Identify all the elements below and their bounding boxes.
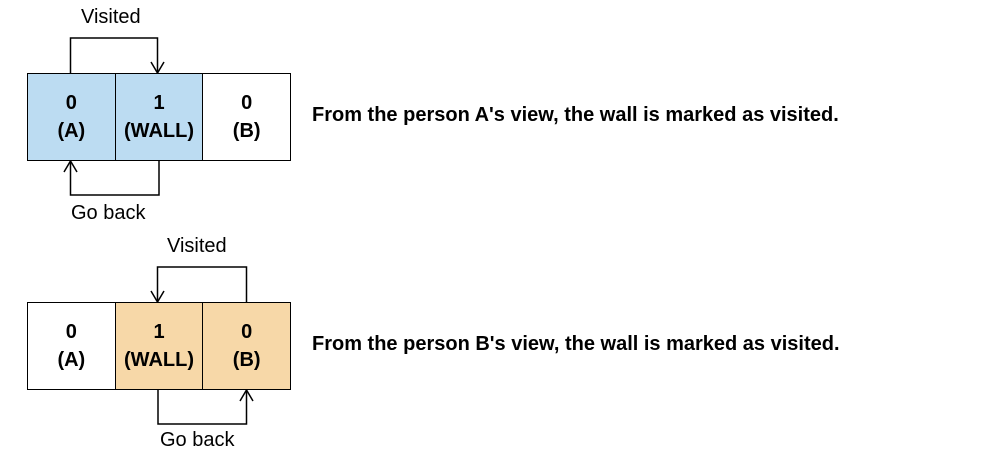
cell-person-b: 0 (B)	[202, 74, 291, 160]
cell-tag: (WALL)	[124, 120, 194, 142]
cell-value: 0	[65, 321, 77, 343]
visited-label: Visited	[167, 235, 227, 257]
cell-person-b: 0 (B)	[202, 303, 291, 389]
cell-tag: (A)	[57, 120, 86, 142]
grid-row: 0 (A) 1 (WALL) 0 (B)	[27, 302, 291, 390]
go-back-label: Go back	[160, 429, 235, 451]
cell-person-a: 0 (A)	[28, 303, 115, 389]
go-back-arrow-head	[239, 388, 254, 402]
visited-label: Visited	[81, 6, 141, 28]
cell-value: 1	[153, 321, 165, 343]
cell-value: 0	[241, 321, 253, 343]
cell-value: 1	[153, 92, 165, 114]
cell-tag: (A)	[57, 349, 86, 371]
grid-row: 0 (A) 1 (WALL) 0 (B)	[27, 73, 291, 161]
cell-wall: 1 (WALL)	[114, 303, 203, 389]
cell-value: 0	[241, 92, 253, 114]
cell-value: 0	[65, 92, 77, 114]
go-back-label: Go back	[71, 202, 146, 224]
go-back-arrow	[157, 390, 248, 425]
cell-person-a: 0 (A)	[28, 74, 115, 160]
cell-tag: (B)	[232, 120, 261, 142]
cell-tag: (WALL)	[124, 349, 194, 371]
diagram-caption: From the person A's view, the wall is ma…	[312, 104, 839, 126]
visited-arrow	[69, 37, 159, 73]
diagram-person-a-view: Visited 0 (A) 1 (WALL) 0 (B) Go back Fro…	[27, 6, 839, 224]
diagram-person-b-view: Visited 0 (A) 1 (WALL) 0 (B) Go back Fro…	[0, 229, 988, 460]
go-back-arrow-head	[63, 159, 78, 173]
connector-arrows	[63, 37, 165, 196]
diagram-caption: From the person B's view, the wall is ma…	[312, 333, 840, 355]
cell-wall: 1 (WALL)	[114, 74, 203, 160]
cell-tag: (B)	[232, 349, 261, 371]
visited-arrow	[156, 266, 248, 302]
go-back-arrow	[69, 161, 160, 196]
